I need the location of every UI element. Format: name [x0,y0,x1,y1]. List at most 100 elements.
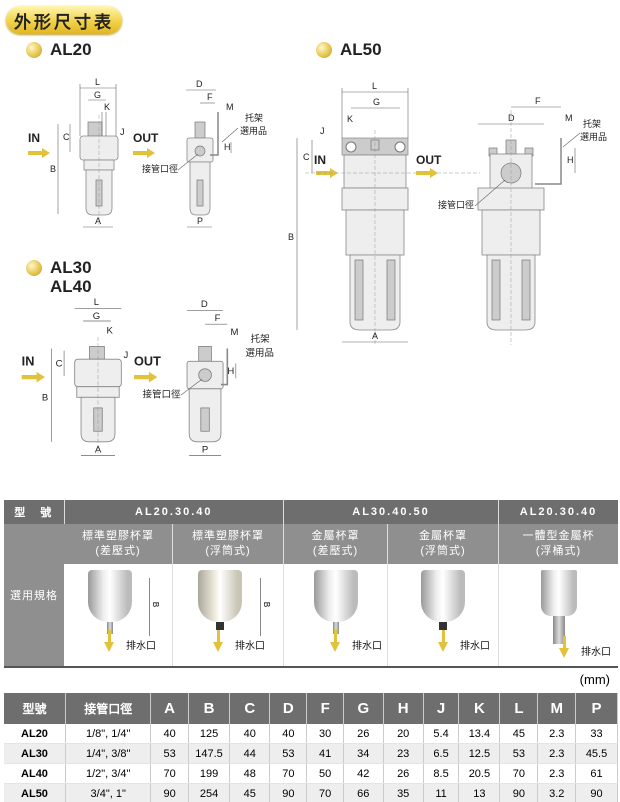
value-cell: 70 [499,763,539,784]
in-label: IN [314,153,326,167]
dim-B: B [50,164,56,174]
drain-label: 排水口 [104,629,156,652]
value-cell: 90 [150,783,189,802]
value-cell: 199 [188,763,231,784]
column-header: B [188,693,231,724]
value-cell: 40 [229,724,271,744]
value-cell: 26 [383,763,424,784]
plastic-bowl-image [88,570,132,622]
in-label: IN [28,131,40,145]
model-cell: AL40 [4,763,66,784]
out-arrow-icon [134,371,158,383]
dim-K: K [347,114,353,124]
drain-stem [552,616,565,644]
option-image-cell: 排水口 [283,564,388,667]
drain-label: 排水口 [330,629,382,652]
value-cell: 90 [575,783,618,802]
value-cell: 53 [499,743,539,764]
dim-B: B [42,392,48,403]
dim-A: A [95,216,101,226]
value-cell: 40 [269,724,308,744]
value-cell: 5.4 [423,724,460,744]
table-header-row: 型 號 AL20.30.40 AL30.40.50 AL20.30.40 [4,500,618,524]
dim-A: A [95,444,102,455]
column-header: P [575,693,618,724]
value-cell: 45.5 [575,743,618,764]
dim-H: H [567,155,574,165]
dim-M: M [226,102,234,112]
dim-B: B [260,578,271,636]
bracket-label: 托架 [583,118,601,129]
dim-H: H [227,366,234,377]
drain-label: 排水口 [438,629,490,652]
dim-J: J [123,350,128,361]
value-cell: 53 [269,743,308,764]
model-label: AL30 [50,258,92,277]
row-label: 選用規格 [4,524,64,667]
drain-stem [216,622,224,630]
optional-label: 選用品 [240,126,267,136]
dim-F: F [215,313,221,324]
dim-M: M [565,113,573,123]
model-label: AL50 [340,40,382,59]
bullet-icon [26,42,42,58]
port-label: 接管口徑 [438,199,474,210]
bullet-icon [316,42,332,58]
value-cell: 42 [343,763,384,784]
bracket-label: 托架 [251,333,271,345]
dim-D: D [201,299,208,310]
down-arrow-icon [438,629,448,652]
option-name: 標準塑膠杯罩(差壓式) [64,524,173,564]
value-cell: 6.5 [423,743,460,764]
value-cell: 23 [383,743,424,764]
dim-A: A [372,331,378,341]
dim-K: K [104,102,110,112]
option-image-cell: 排水口 [387,564,499,667]
section-title: 外形尺寸表 [6,6,122,34]
value-cell: 2.3 [537,724,577,744]
value-cell: 34 [343,743,384,764]
column-header: J [423,693,460,724]
value-cell: 125 [188,724,231,744]
dim-D: D [508,113,515,123]
value-cell: 61 [575,763,618,784]
value-cell: 70 [269,763,308,784]
value-cell: 66 [343,783,384,802]
dim-L: L [95,77,100,87]
column-header: 型號 [4,693,66,724]
dim-B: B [288,232,294,242]
bracket-label: 托架 [245,112,263,123]
option-name: 標準塑膠杯罩(浮筒式) [172,524,284,564]
value-cell: 20.5 [458,763,501,784]
dim-B: B [149,578,160,636]
value-cell: 48 [229,763,271,784]
column-header: K [458,693,501,724]
unit-label: (mm) [579,672,610,687]
dim-G: G [93,311,100,322]
column-header: D [269,693,308,724]
value-cell: 44 [229,743,271,764]
value-cell: 11 [423,783,460,802]
column-header: M [537,693,577,724]
dim-P: P [202,444,208,455]
optional-label: 選用品 [580,132,607,142]
value-cell: 90 [269,783,308,802]
port-label: 接管口徑 [142,163,178,174]
value-cell: 1/4", 3/8" [65,743,152,764]
dim-L: L [94,297,99,308]
model-header: 型 號 [4,500,65,524]
drain-label: 排水口 [213,629,265,652]
model-label: AL40 [50,277,92,296]
value-cell: 3/4", 1" [65,783,152,802]
group-header: AL20.30.40 [64,500,284,524]
value-cell: 40 [150,724,189,744]
value-cell: 2.3 [537,743,577,764]
value-cell: 2.3 [537,763,577,784]
down-arrow-icon [104,629,114,652]
